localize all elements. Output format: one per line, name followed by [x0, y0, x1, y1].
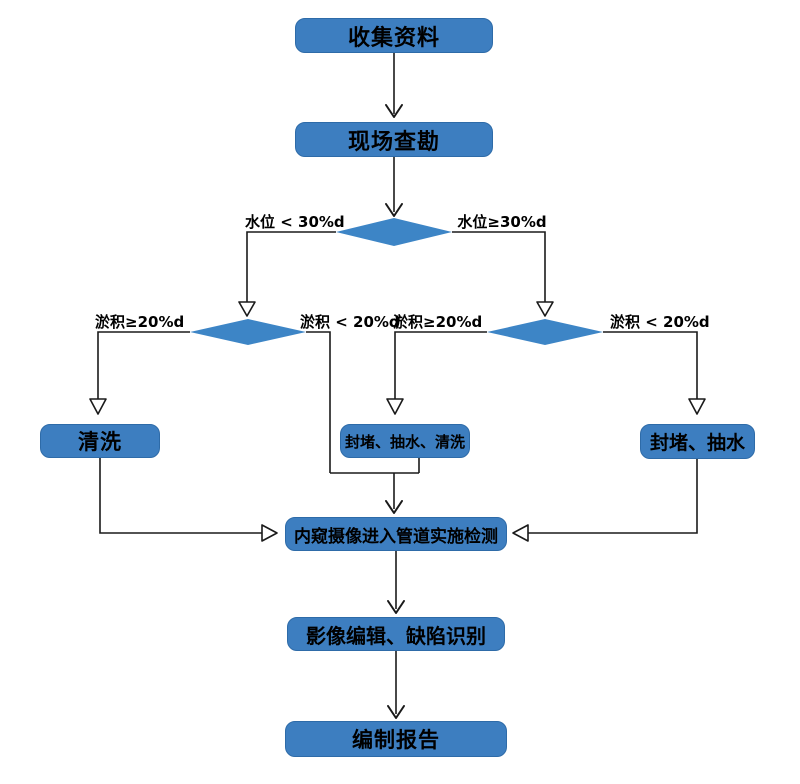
node-seal-pump-clean: 封堵、抽水、清洗 [340, 424, 470, 458]
node-collect-data: 收集资料 [295, 18, 493, 53]
edge-label-silt-ge-20-right: 淤积≥20%d [393, 313, 483, 331]
connector-water-ge-branch [452, 231, 546, 302]
arrowhead-hollow-right-inspect [261, 524, 278, 542]
node-site-survey: 现场查勘 [295, 122, 493, 157]
arrowhead-down-edit [387, 600, 405, 614]
arrowhead-hollow-seal-pump-clean [386, 398, 404, 415]
edge-label-silt-lt-20-left: 淤积 < 20%d [300, 313, 400, 331]
connector-seal-pump-to-inspect [528, 459, 698, 534]
connector-water-lt-branch [246, 231, 336, 302]
arrowhead-down-water-decision [385, 203, 403, 217]
node-cctv-inspection: 内窥摄像进入管道实施检测 [285, 517, 507, 551]
connector-clean-to-inspect [99, 458, 262, 534]
arrowhead-down-survey [385, 104, 403, 118]
arrowhead-down-report [387, 705, 405, 719]
connector-silt-ge-right-to-seal-pump-clean [394, 331, 487, 399]
decision-silt-right-diamond [487, 319, 603, 345]
edge-label-silt-ge-20-left: 淤积≥20%d [95, 313, 185, 331]
node-seal-pump: 封堵、抽水 [640, 424, 755, 459]
edge-label-water-ge-30: 水位≥30%d [457, 213, 547, 231]
decision-water-level-diamond [336, 218, 452, 246]
edge-label-silt-lt-20-right: 淤积 < 20%d [610, 313, 710, 331]
decision-silt-left-diamond [190, 319, 306, 345]
arrowhead-hollow-seal-pump [688, 398, 706, 415]
arrowhead-hollow-silt-left-decision [238, 301, 256, 317]
edge-label-water-lt-30: 水位 < 30%d [245, 213, 345, 231]
connector-silt-lt-right-to-seal-pump [603, 331, 698, 399]
connector-merge-bus [330, 458, 420, 474]
arrowhead-hollow-clean [89, 398, 107, 415]
arrowhead-hollow-silt-right-decision [536, 301, 554, 317]
connector-silt-ge-left-to-clean [97, 331, 190, 399]
arrowhead-hollow-left-inspect [512, 524, 529, 542]
node-compile-report: 编制报告 [285, 721, 507, 757]
node-cleaning: 清洗 [40, 424, 160, 458]
arrowhead-down-inspect [385, 500, 403, 514]
connector-silt-lt-left-bypass [306, 331, 331, 473]
node-image-edit-defect-id: 影像编辑、缺陷识别 [287, 617, 505, 651]
